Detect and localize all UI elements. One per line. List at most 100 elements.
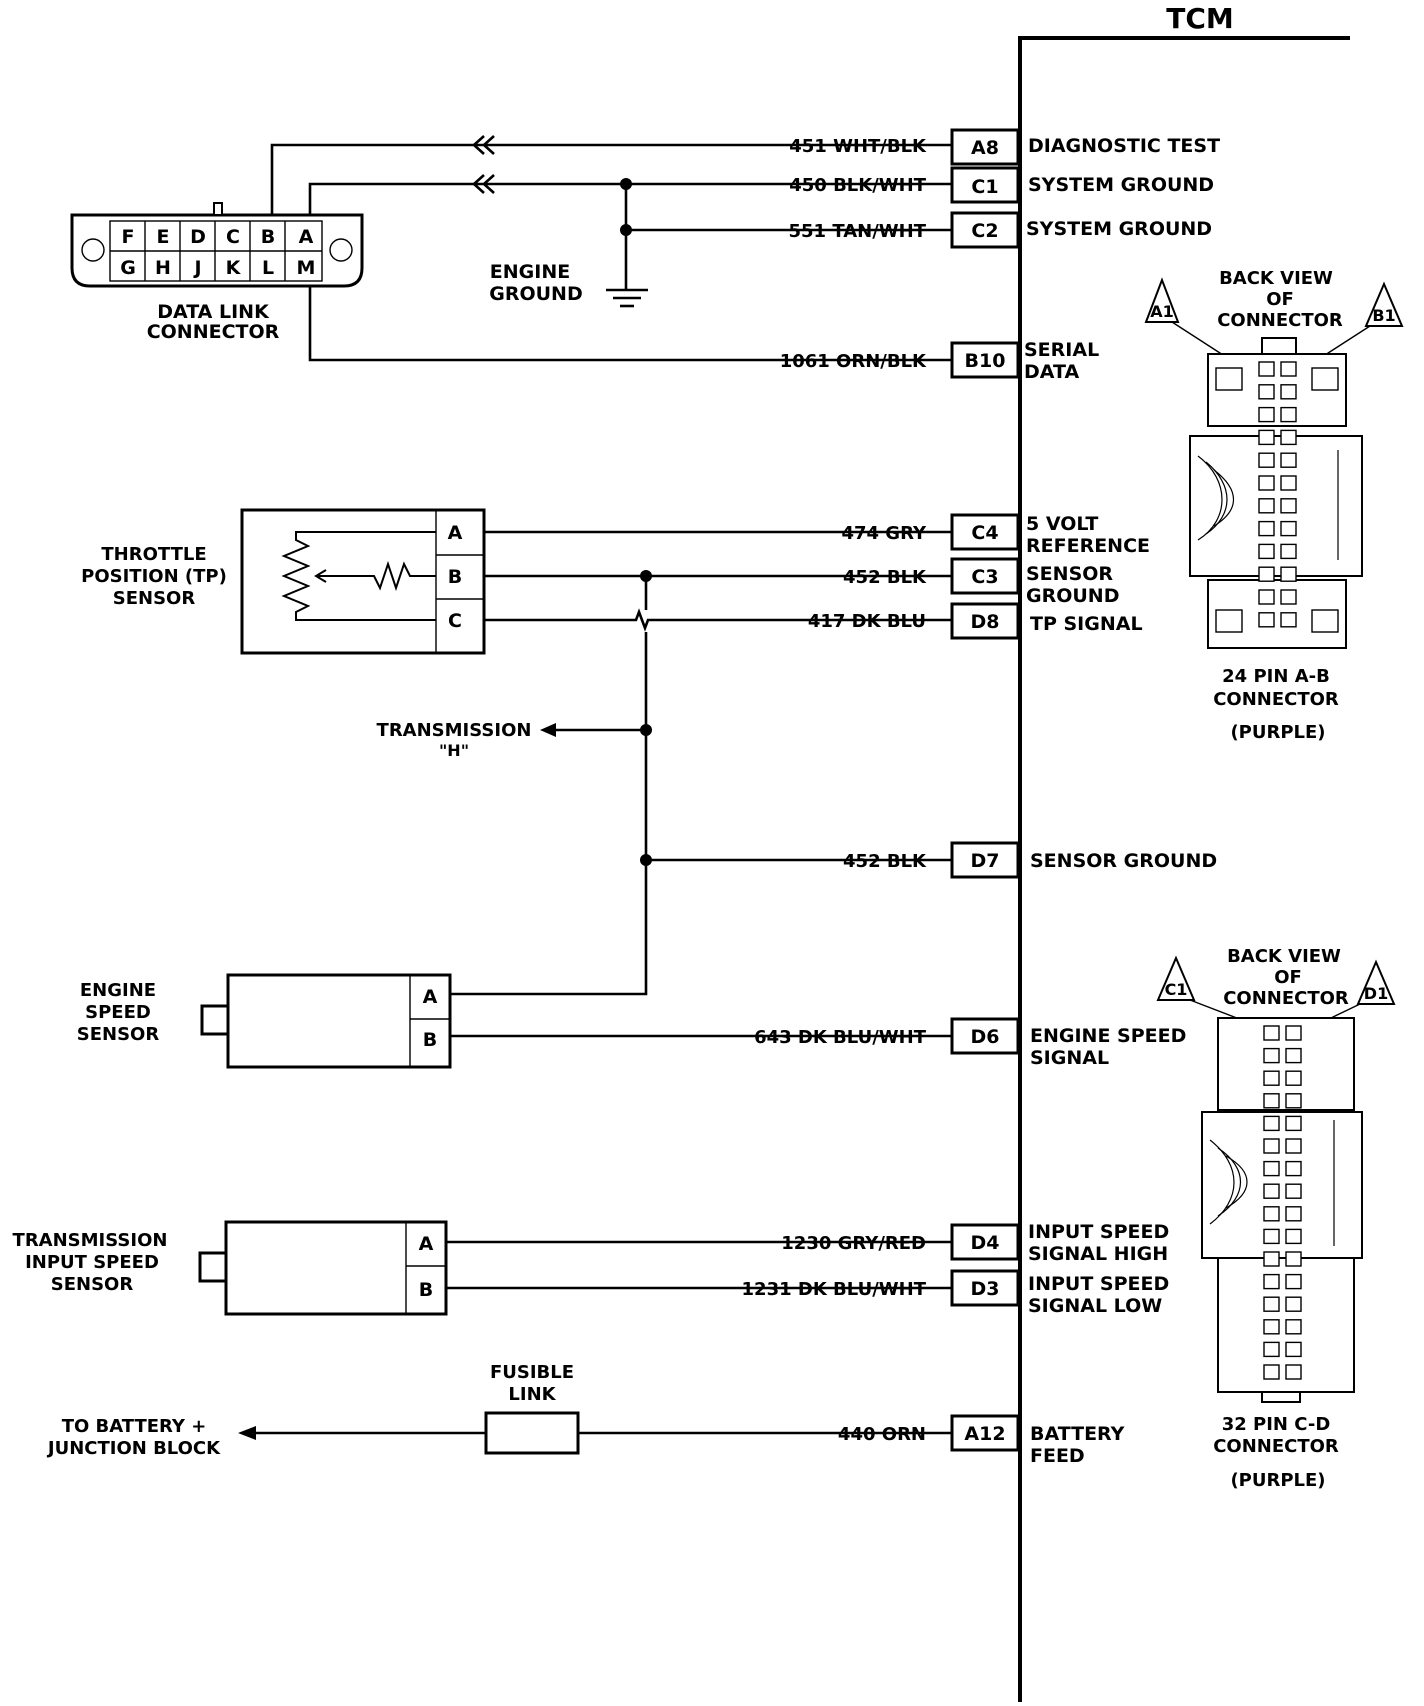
dlc-pin: B [261,226,275,248]
fusible-link: FUSIBLE LINK [484,1362,580,1455]
connector-pin-cavity [1258,589,1275,605]
engine-ground-label: ENGINE GROUND [489,261,582,305]
iss-pin: A [419,1233,434,1255]
connector-pin-cavity [1263,1251,1280,1267]
connector-pin-cavity [1263,1206,1280,1222]
engine-ground-text: ENGINE [490,261,570,283]
circuit-d8: 417 DK BLU D8 TP SIGNAL [808,602,1143,640]
connector-pin-cavity [1263,1364,1280,1380]
connector-pin-cavity [1263,1228,1280,1245]
connector-cd-caption: OF [1274,967,1302,988]
pin-function: INPUT SPEED [1028,1221,1169,1243]
pin-function: SERIAL [1024,339,1099,361]
connector-pin-cavity [1280,566,1297,582]
connector-pin-cavity [1285,1296,1302,1312]
connector-pin-cavity [1285,1206,1302,1222]
wire-label: 474 GRY [841,523,926,544]
connector-pin-cavity [1285,1138,1302,1154]
pin-label: D3 [971,1278,1000,1300]
dlc-pin: M [297,257,316,279]
potentiometer-symbol [281,531,436,621]
iss-pin: B [419,1279,433,1301]
wire-label: 551 TAN/WHT [789,221,927,242]
pin-label: D4 [971,1232,1000,1254]
pin-function: DIAGNOSTIC TEST [1028,135,1220,157]
connector-ab-caption: CONNECTOR [1217,310,1343,331]
pin-function: SIGNAL HIGH [1028,1243,1168,1265]
dlc-label: CONNECTOR [147,321,280,343]
connector-pin-cavity [1285,1228,1302,1245]
wire-label: 1230 GRY/RED [781,1233,926,1254]
connector-pin-cavity [1285,1364,1302,1380]
pin-function: SENSOR [1026,563,1113,585]
engine-ground-text: GROUND [489,283,582,305]
wires [238,135,952,1440]
tp-sensor: A B C THROTTLE POSITION (TP) SENSOR [81,508,486,655]
tp-sensor-label: POSITION (TP) [81,566,227,587]
connector-cd-name: CONNECTOR [1213,1436,1339,1457]
wire-label: 452 BLK [843,851,927,872]
transmission-h-text: TRANSMISSION [377,720,532,741]
pin-box [950,557,1020,595]
connector-pin-cavity [1258,498,1275,514]
connector-ab-caption: BACK VIEW [1219,268,1333,289]
wire-label: 417 DK BLU [808,611,926,632]
pin-box [950,841,1020,879]
battery-junction-text: JUNCTION BLOCK [46,1438,221,1459]
connector-pin-cavity [1280,589,1297,605]
pin-box [950,128,1020,166]
battery-junction-text: TO BATTERY + [62,1416,207,1437]
tp-sensor-label: SENSOR [113,588,196,609]
wire-chevron-c1 [472,174,495,194]
connector-pin-cavity [1258,361,1275,377]
pin-function: SYSTEM GROUND [1026,218,1212,240]
pin-label: C2 [971,220,998,242]
connector-pin-cavity [1258,452,1275,468]
pin-box [950,1269,1020,1307]
connector-pin-cavity [1258,384,1275,400]
connector-pin-cavity [1285,1047,1302,1064]
circuit-c3: 452 BLK C3 SENSOR GROUND [843,557,1119,607]
connector-pin-cavity [1263,1160,1280,1177]
battery-junction-label: TO BATTERY + JUNCTION BLOCK [46,1416,221,1459]
circuit-c4: 474 GRY C4 5 VOLT REFERENCE [841,513,1150,557]
pin-label: A12 [964,1423,1005,1445]
pin-box [950,341,1020,379]
pin-function: 5 VOLT [1026,513,1098,535]
connector-cd-caption: BACK VIEW [1227,946,1341,967]
input-speed-sensor-label: SENSOR [51,1274,134,1295]
input-speed-sensor: A B TRANSMISSION INPUT SPEED SENSOR [13,1220,448,1316]
pin-function: TP SIGNAL [1030,613,1143,635]
dlc-pin: F [122,226,135,248]
pin-label: D8 [971,611,1000,633]
connector-pin-cavity [1280,452,1297,468]
connector-cd-view: BACK VIEW OF CONNECTOR C1 D1 32 PIN C-D … [1156,946,1396,1491]
engine-ground-symbol [606,288,648,308]
wire-label: 1231 DK BLU/WHT [742,1279,927,1300]
pin-label: C1 [971,176,998,198]
connector-cd-caption: CONNECTOR [1223,988,1349,1009]
pin-function: SIGNAL [1030,1047,1109,1069]
pin-label: B10 [965,350,1006,372]
dlc-pin: J [192,257,201,279]
connector-pin-cavity [1263,1093,1280,1109]
pin-box [950,1223,1020,1261]
connector-pin-cavity [1280,384,1297,400]
connector-pin-cavity [1280,406,1297,423]
connector-cd-marker: C1 [1165,980,1188,999]
circuit-c2: 551 TAN/WHT C2 SYSTEM GROUND [789,211,1212,249]
tp-pin: A [448,522,463,544]
input-speed-sensor-label: TRANSMISSION [13,1230,168,1251]
connector-pin-cavity [1285,1251,1302,1267]
connector-cd-color: (PURPLE) [1230,1470,1325,1491]
circuit-a12: 440 ORN A12 BATTERY FEED [838,1414,1125,1467]
dlc-pin: G [120,257,136,279]
engine-speed-sensor-label: SENSOR [77,1024,160,1045]
dlc-pin: E [157,226,170,248]
connector-ab-name: CONNECTOR [1213,689,1339,710]
connector-cd-name: 32 PIN C-D [1222,1414,1331,1435]
circuit-d7: 452 BLK D7 SENSOR GROUND [843,841,1217,879]
connector-ab-name: 24 PIN A-B [1222,666,1330,687]
pin-box [950,513,1020,551]
connector-ab-marker: B1 [1372,306,1395,325]
